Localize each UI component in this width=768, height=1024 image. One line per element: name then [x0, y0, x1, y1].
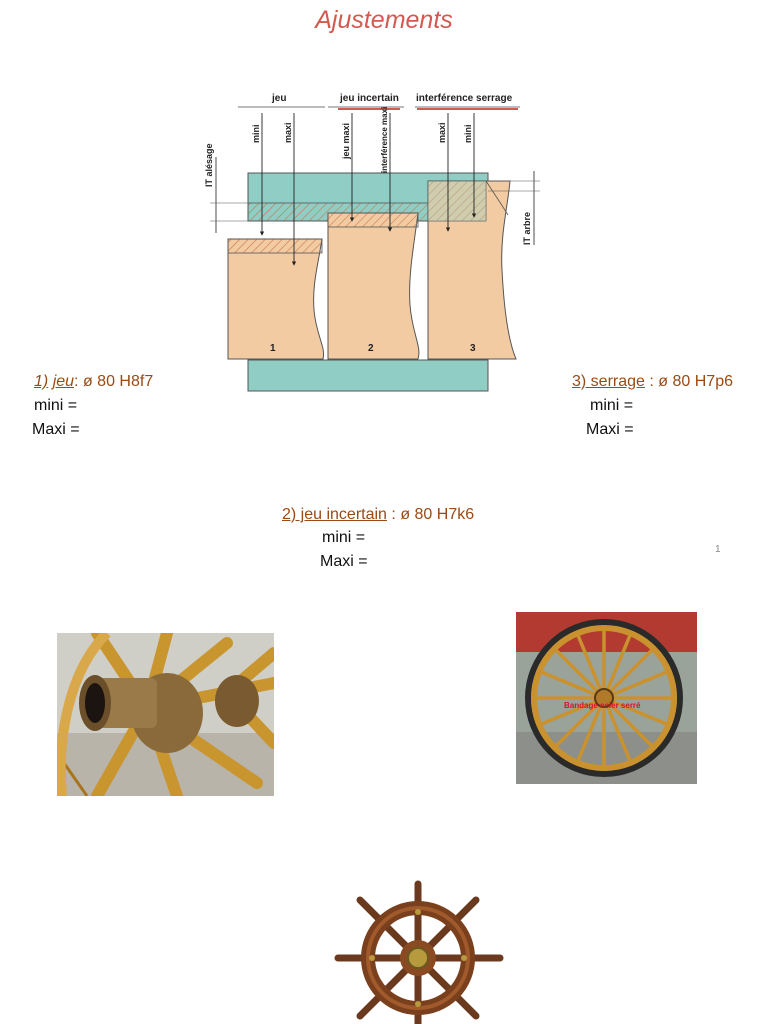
diagram-header-jeu: jeu — [271, 93, 286, 104]
section1-num: 1) — [34, 373, 49, 390]
label-it-alesage: IT alésage — [204, 143, 214, 187]
section2-spec: ø 80 H7k6 — [400, 506, 475, 523]
page-number: 1 — [715, 544, 721, 555]
label-mini-3: mini — [463, 124, 473, 143]
section3-mini: mini = — [590, 397, 634, 414]
bore-bottom — [247, 359, 489, 392]
shaft-number-1: 1 — [270, 343, 276, 354]
section2-heading: 2) jeu incertain : ø 80 H7k6 — [282, 506, 474, 524]
shaft-number-2: 2 — [368, 343, 374, 354]
ship-wheel-photo — [334, 880, 504, 1024]
section1-sep: : — [74, 373, 79, 390]
shaft-3-tolerance — [427, 180, 487, 222]
shaft-1 — [227, 238, 325, 360]
page-title: Ajustements — [315, 6, 453, 34]
section3-heading: 3) serrage : ø 80 H7p6 — [572, 373, 733, 391]
shaft-1-tolerance — [227, 238, 323, 254]
cart-wheel-photo: Bandage acier serré — [516, 612, 697, 784]
section3-spec: ø 80 H7p6 — [658, 373, 733, 390]
fit-diagram: jeu jeu incertain interférence serrage m… — [204, 93, 540, 392]
label-it-arbre: IT arbre — [522, 212, 532, 245]
section3-label: 3) serrage — [572, 373, 645, 390]
label-maxi-1: maxi — [283, 122, 293, 143]
section1-heading: 1) jeu: ø 80 H8f7 — [34, 373, 153, 391]
section1-maxi: Maxi = — [32, 421, 80, 438]
diagram-header-interference: interférence serrage — [416, 93, 513, 104]
section1-label: jeu — [52, 373, 75, 390]
label-jeu-maxi-2: jeu maxi — [341, 123, 351, 160]
label-interference-maxi-2: interférence maxi — [380, 107, 389, 173]
label-mini-1: mini — [251, 124, 261, 143]
section3-maxi: Maxi = — [586, 421, 634, 438]
section2-label: 2) jeu incertain — [282, 506, 387, 523]
section2-mini: mini = — [322, 529, 366, 546]
shaft-2-tolerance — [327, 212, 419, 228]
section1-spec: ø 80 H8f7 — [82, 373, 154, 390]
cart-wheel-caption: Bandage acier serré — [564, 701, 641, 710]
label-maxi-3: maxi — [437, 122, 447, 143]
diagram-header-jeu-incertain: jeu incertain — [339, 93, 399, 104]
shaft-number-3: 3 — [470, 343, 476, 354]
section2-maxi: Maxi = — [320, 553, 368, 570]
shaft-3 — [427, 180, 517, 360]
wooden-wheel-hub-photo — [57, 633, 274, 796]
section2-sep: : — [391, 506, 396, 523]
shaft-2 — [327, 212, 420, 360]
section3-sep: : — [649, 373, 654, 390]
section1-mini: mini = — [34, 397, 78, 414]
